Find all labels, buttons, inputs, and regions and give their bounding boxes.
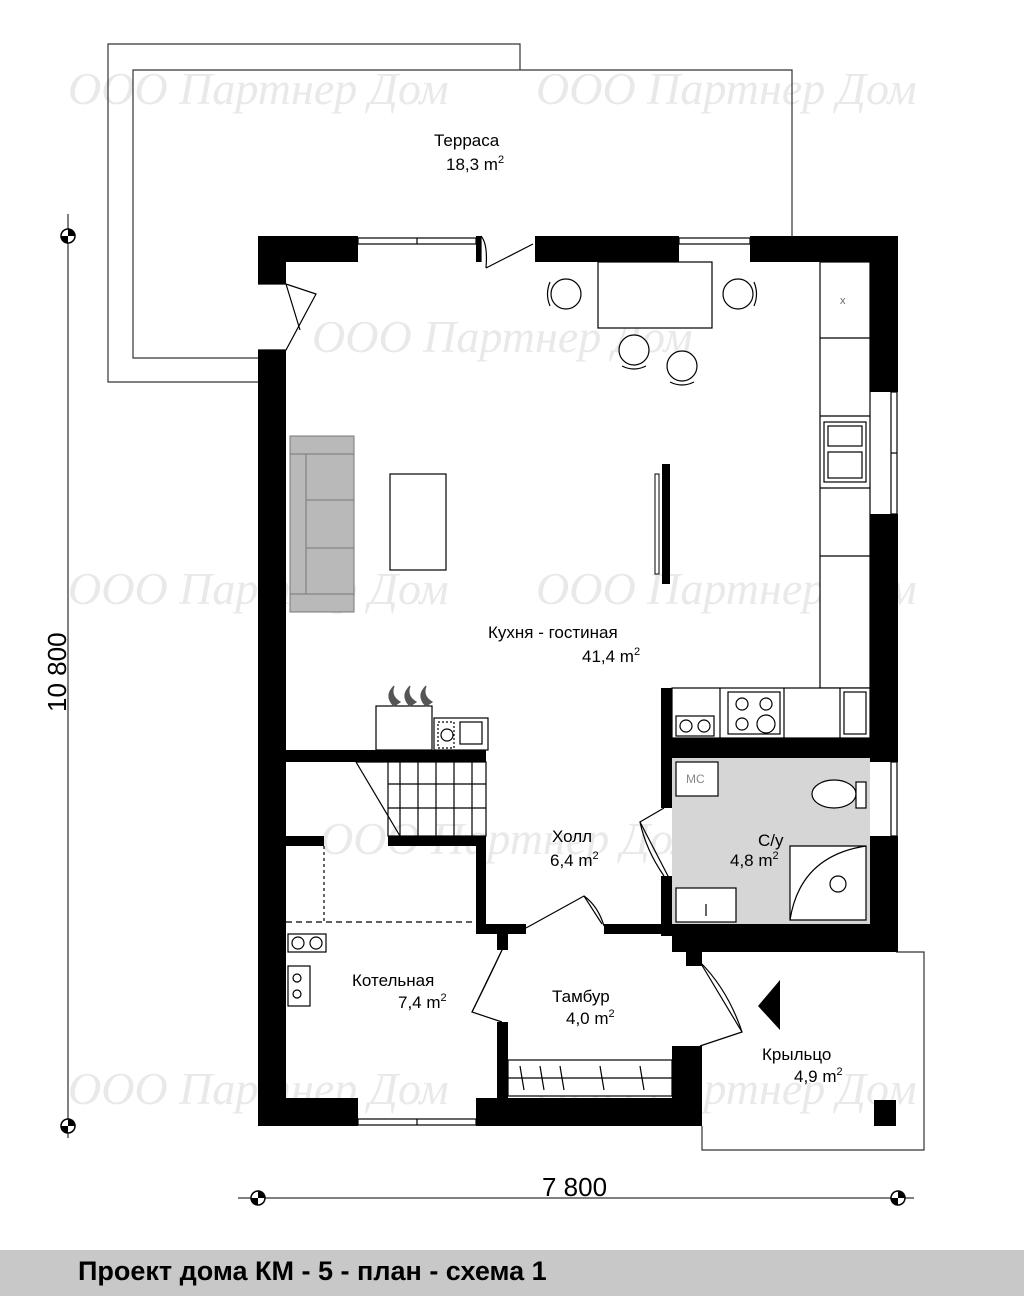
room-area-hall: 6,4 m: [550, 851, 593, 870]
fireplace: [375, 685, 489, 751]
room-area-bathroom: 4,8 m: [730, 851, 773, 870]
sofa: [289, 435, 355, 613]
room-name-bathroom: С/у: [758, 831, 784, 850]
room-area-porch: 4,9 m: [794, 1067, 837, 1086]
boiler-equipment: [286, 846, 476, 1007]
unit-sup: 2: [609, 1008, 615, 1020]
room-area-vestibule: 4,0 m: [566, 1009, 609, 1028]
walls: [258, 236, 898, 1126]
watermark-text: ООО Партнер Дом: [68, 63, 449, 114]
unit-sup: 2: [634, 646, 640, 658]
project-title: Проект дома КМ - 5 - план - схема 1: [78, 1256, 547, 1286]
svg-text:18,3 m2: 18,3 m2: [446, 154, 504, 174]
watermark-text: ООО Партнер Дом: [320, 813, 701, 864]
stairs: [355, 761, 487, 837]
room-name-kitchen-living: Кухня - гостиная: [488, 623, 618, 642]
room-name-hall: Холл: [552, 827, 592, 846]
svg-text:6,4 m2: 6,4 m2: [550, 850, 599, 870]
terrace-outline: [107, 43, 793, 383]
room-area-boiler: 7,4 m: [398, 993, 441, 1012]
room-name-vestibule: Тамбур: [552, 987, 610, 1006]
watermark-text: ООО Партнер Дом: [536, 63, 917, 114]
tv: [654, 464, 670, 584]
room-area-kitchen-living: 41,4 m: [582, 647, 634, 666]
doors: [258, 235, 743, 1047]
svg-text:4,0 m2: 4,0 m2: [566, 1008, 615, 1028]
unit-sup: 2: [593, 850, 599, 862]
wardrobe: [507, 1059, 673, 1097]
windows: [357, 237, 898, 1126]
room-labels: Терраса 18,3 m2 Кухня - гостиная 41,4 m2…: [352, 131, 843, 1086]
porch-outline: [701, 951, 925, 1151]
svg-text:7,4 m2: 7,4 m2: [398, 992, 447, 1012]
svg-text:4,8 m2: 4,8 m2: [730, 850, 779, 870]
watermarks: ООО Партнер Дом ООО Партнер Дом ООО Парт…: [68, 63, 917, 1114]
unit-sup: 2: [498, 154, 504, 166]
dimension-horizontal: 7 800: [238, 1172, 914, 1206]
kitchen-counter: [671, 261, 871, 739]
unit-sup: 2: [441, 992, 447, 1004]
room-name-boiler: Котельная: [352, 971, 434, 990]
room-name-terrace: Терраса: [434, 131, 500, 150]
footer-bar: Проект дома КМ - 5 - план - схема 1: [0, 1250, 1024, 1296]
fixture-label-mc: МС: [686, 772, 705, 786]
svg-text:41,4 m2: 41,4 m2: [582, 646, 640, 666]
room-area-terrace: 18,3 m: [446, 155, 498, 174]
dimension-width: 7 800: [542, 1172, 607, 1202]
entrance-arrow-icon: [758, 980, 780, 1030]
coffee-table: [389, 473, 447, 571]
bathroom-fixtures: [675, 761, 867, 923]
dimension-height: 10 800: [42, 632, 72, 712]
dimension-vertical: 10 800: [42, 214, 76, 1138]
floor-plan: ООО Партнер Дом ООО Партнер Дом ООО Парт…: [42, 43, 925, 1206]
svg-text:4,9 m2: 4,9 m2: [794, 1066, 843, 1086]
fridge-mark: x: [840, 295, 846, 307]
room-name-porch: Крыльцо: [762, 1045, 831, 1064]
unit-sup: 2: [773, 850, 779, 862]
unit-sup: 2: [837, 1066, 843, 1078]
dining-set: [546, 261, 758, 386]
